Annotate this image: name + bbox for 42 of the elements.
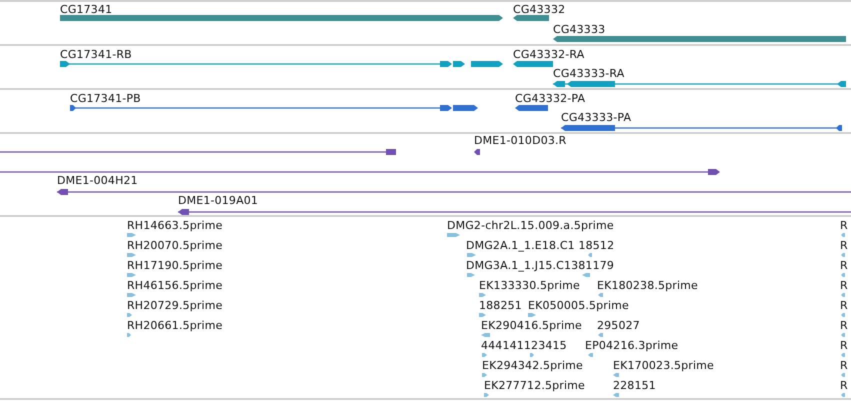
feature-label: 188251 xyxy=(479,299,522,312)
feature-label: 444141123415 xyxy=(481,339,567,352)
feature-label: RH20070.5prime xyxy=(127,239,223,252)
feature-label: DME1-010D03.R xyxy=(474,134,566,147)
feature-label: EK050005.5prime xyxy=(528,299,629,312)
feature-label: RH20661.5prime xyxy=(127,319,223,332)
feature-label: RH46156.5prime xyxy=(127,279,223,292)
feature-label: DME1-004H21 xyxy=(57,174,138,187)
feature-label: R xyxy=(840,319,848,332)
feature-label: DMG2-chr2L.15.009.a.5prime xyxy=(447,219,614,232)
feature-label: EK294342.5prime xyxy=(482,359,583,372)
feature-label: DMG3A.1_1.J15.C1381179 xyxy=(466,259,614,272)
feature-label: EK133330.5prime xyxy=(479,279,580,292)
feature-label: R xyxy=(840,239,848,252)
feature-label: R xyxy=(840,379,848,392)
feature-label: RH14663.5prime xyxy=(127,219,223,232)
feature-label: R xyxy=(840,279,848,292)
feature-label: CG43333 xyxy=(553,23,606,36)
feature-label: EK180238.5prime xyxy=(597,279,698,292)
feature-label: DMG2A.1_1.E18.C1 18512 xyxy=(466,239,614,252)
feature-label: CG43333-RA xyxy=(553,67,624,80)
feature-label: R xyxy=(840,299,848,312)
feature-label: CG17341 xyxy=(60,3,112,16)
feature-label: EP04216.3prime xyxy=(585,339,678,352)
feature-label: EK277712.5prime xyxy=(484,379,585,392)
feature-label: CG17341-PB xyxy=(70,92,141,105)
feature-label: R xyxy=(840,259,848,272)
feature-label: DME1-019A01 xyxy=(178,194,258,207)
feature-label: EK290416.5prime xyxy=(481,319,582,332)
feature-label: R xyxy=(840,339,848,352)
feature-label: EK170023.5prime xyxy=(613,359,714,372)
feature-label: CG43332-RA xyxy=(513,48,584,61)
feature-label: RH20729.5prime xyxy=(127,299,223,312)
feature-label: CG43333-PA xyxy=(561,111,632,124)
feature-label: CG43332 xyxy=(513,3,566,16)
feature-label: R xyxy=(840,359,848,372)
feature-label: RH17190.5prime xyxy=(127,259,223,272)
feature-label: CG17341-RB xyxy=(60,48,132,61)
feature-label: R xyxy=(840,219,848,232)
feature-label: 295027 xyxy=(597,319,640,332)
feature-label: 228151 xyxy=(613,379,656,392)
feature-label: CG43332-PA xyxy=(515,92,586,105)
